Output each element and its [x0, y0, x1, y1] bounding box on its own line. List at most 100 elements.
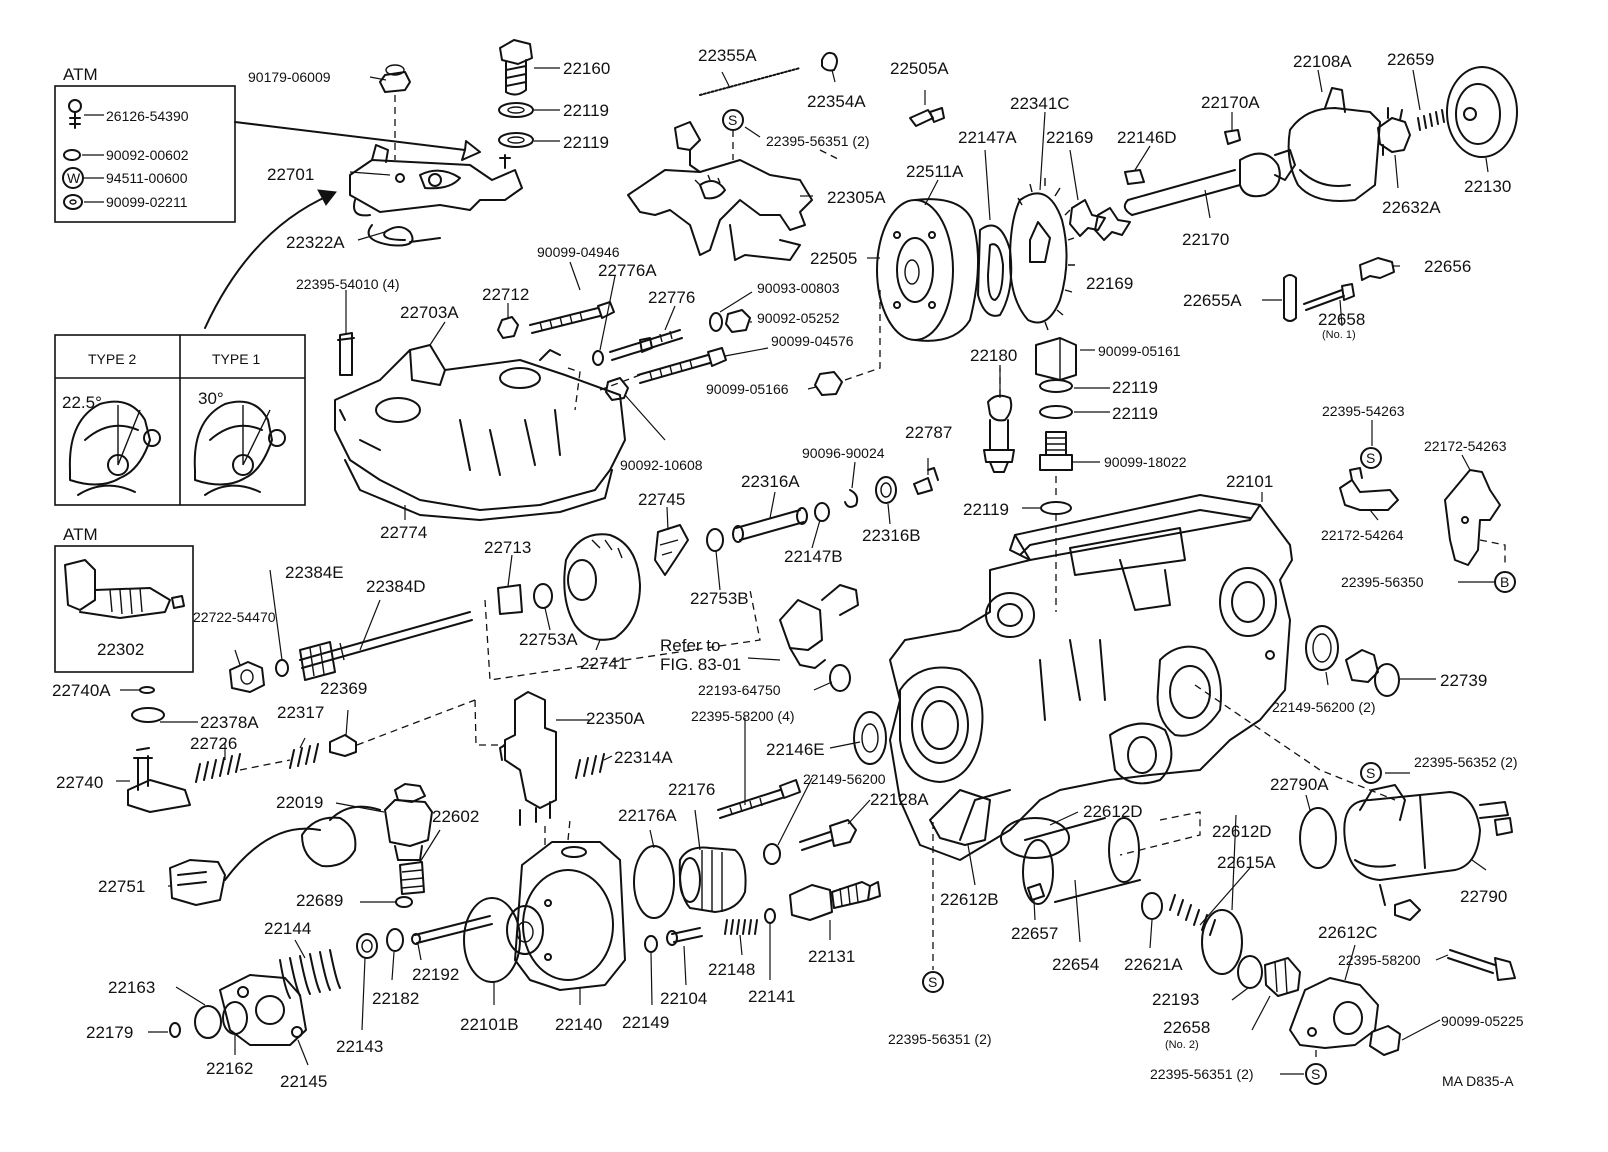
- label-22101B: 22101B: [460, 1015, 519, 1034]
- label-22753B: 22753B: [690, 589, 749, 608]
- label-22130: 22130: [1464, 177, 1511, 196]
- label-22170: 22170: [1182, 230, 1229, 249]
- washer-22753A: [533, 583, 553, 609]
- b-symbol: B: [1494, 571, 1516, 593]
- gasket-22119-d: [1039, 405, 1073, 419]
- spring-22317: [289, 743, 319, 769]
- pin-22655A: [1283, 274, 1297, 322]
- label-22149-56200-r: 22149-56200 (2): [1272, 699, 1376, 715]
- label-22172-54264: 22172-54264: [1321, 527, 1404, 543]
- label-22658-1: 22658: [1318, 310, 1365, 329]
- label-22658-2-note: (No. 2): [1165, 1039, 1199, 1051]
- plug-22128A: [799, 819, 857, 851]
- label-22790: 22790: [1460, 887, 1507, 906]
- label-22119-b: 22119: [563, 133, 609, 152]
- label-22131: 22131: [808, 947, 855, 966]
- spring-seat-22632A: [1377, 107, 1411, 156]
- pin-22740: [127, 747, 191, 813]
- label-22163: 22163: [108, 978, 155, 997]
- spring-22602: [399, 861, 425, 895]
- label-22776: 22776: [648, 288, 695, 307]
- label-22395-56351-top: 22395-56351 (2): [766, 133, 870, 149]
- label-90092-10608: 90092-10608: [620, 457, 703, 473]
- label-22316B: 22316B: [862, 526, 921, 545]
- label-22145: 22145: [280, 1072, 327, 1091]
- svg-text:B: B: [1500, 574, 1509, 590]
- spring-22726: [195, 753, 241, 783]
- cover-22145: [219, 974, 307, 1046]
- seal-22147A: [977, 224, 1013, 317]
- label-22302: 22302: [97, 640, 144, 659]
- washer-icon: [63, 149, 81, 161]
- label-22305A: 22305A: [827, 188, 886, 207]
- label-22354A: 22354A: [807, 92, 866, 111]
- s-symbol-2: S: [1360, 447, 1382, 469]
- label-22119-a: 22119: [563, 101, 609, 120]
- bracket-22172-54264: [1339, 467, 1399, 511]
- label-22355A: 22355A: [698, 46, 757, 65]
- s-symbol-5: S: [1305, 1063, 1327, 1085]
- gear-22341C: [1009, 178, 1075, 331]
- bracket-22305A: [627, 121, 813, 261]
- wave-washer-icon: W: [62, 167, 84, 189]
- label-22395-54263: 22395-54263: [1322, 403, 1405, 419]
- type-1-cam-drawing: [193, 400, 286, 496]
- label-22511A: 22511A: [906, 162, 964, 181]
- label-22689: 22689: [296, 891, 343, 910]
- nut-90092-05252: [725, 309, 751, 333]
- screw-22658-no1: [1303, 283, 1355, 311]
- label-atm-title-2: ATM: [63, 525, 98, 544]
- valve-holder-90099-18022: [1039, 431, 1073, 471]
- spring-22659: [1417, 109, 1445, 131]
- label-22176A: 22176A: [618, 806, 677, 825]
- seal-22149-56200: [1305, 625, 1339, 671]
- nut-22722-54470: [229, 661, 265, 693]
- svg-text:S: S: [728, 112, 737, 128]
- label-22712: 22712: [482, 285, 529, 304]
- type-arrow-head: [317, 189, 337, 206]
- label-22128A: 22128A: [870, 790, 929, 809]
- bolt-22395-58200: [717, 779, 801, 819]
- nut-90092-10608: [605, 377, 629, 401]
- label-22119-d: 22119: [1112, 404, 1158, 423]
- key-22170A: [1224, 129, 1241, 145]
- label-22395-58200-4: 22395-58200 (4): [691, 708, 795, 724]
- label-22505A: 22505A: [890, 59, 949, 78]
- seal-22146E: [853, 711, 887, 765]
- svg-text:S: S: [1366, 450, 1375, 466]
- label-atm-title-1: ATM: [63, 65, 98, 84]
- fitting-22131: [789, 881, 881, 921]
- label-22612D-b: 22612D: [1212, 822, 1272, 841]
- solenoid-22790: [1343, 784, 1513, 921]
- label-22108A: 22108A: [1293, 52, 1352, 71]
- label-90099-04946: 90099-04946: [537, 244, 620, 260]
- plate-22713: [497, 584, 523, 615]
- label-90099-02211: 90099-02211: [106, 194, 188, 210]
- label-22316A: 22316A: [741, 472, 800, 491]
- gasket-22119-b: [498, 132, 534, 148]
- cap-22354A: [821, 51, 838, 72]
- svg-text:S: S: [1311, 1066, 1320, 1082]
- label-22149: 22149: [622, 1013, 669, 1032]
- label-90092-00602: 90092-00602: [106, 147, 189, 163]
- label-22745: 22745: [638, 490, 685, 509]
- label-refer-to: Refer to: [660, 636, 720, 655]
- label-22739: 22739: [1440, 671, 1487, 690]
- label-22147A: 22147A: [958, 128, 1017, 147]
- label-22143: 22143: [336, 1037, 383, 1056]
- atm-arrow-pointer: [234, 121, 481, 161]
- label-22602: 22602: [432, 807, 479, 826]
- s-symbol-1: S: [722, 109, 744, 131]
- label-22395-58200: 22395-58200: [1338, 952, 1421, 968]
- label-22621A: 22621A: [1124, 955, 1183, 974]
- label-90099-18022: 90099-18022: [1104, 454, 1187, 470]
- cap-22751-seal: [301, 816, 357, 868]
- label-22505: 22505: [810, 249, 857, 268]
- label-22350A: 22350A: [586, 709, 645, 728]
- atm-inset-bottom: [54, 545, 194, 673]
- governor-shaft-22384D: [299, 611, 473, 681]
- bushing-22143: [356, 933, 378, 959]
- label-22384E: 22384E: [285, 563, 344, 582]
- svg-text:S: S: [928, 974, 937, 990]
